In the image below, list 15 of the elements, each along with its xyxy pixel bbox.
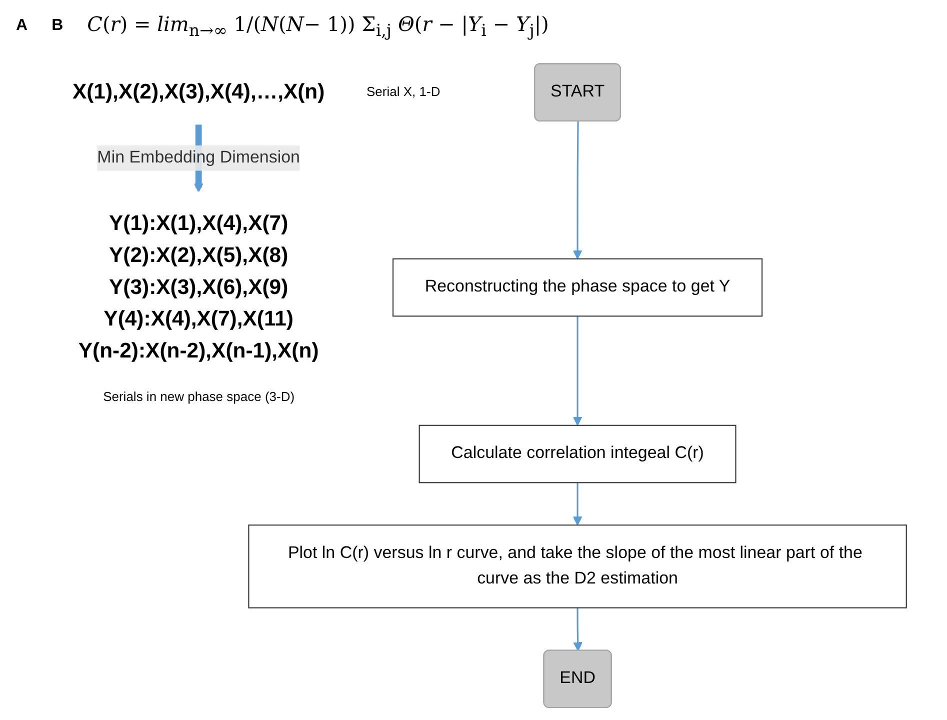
arrow: [572, 316, 582, 426]
panel-label: B: [52, 17, 64, 35]
node-label: Serial X, 1-D: [366, 84, 440, 100]
node-label: Serials in new phase space (3-D): [103, 388, 295, 404]
formula: C(r) = lim$_{n→∞}$ 1/(N(N− 1)) Σ$_{i,j}$ Θ(r − |Y$_{i}$ − Y$_{j}$|): [87, 12, 549, 40]
node-box: Plot ln C(r) versus ln r curve, and take the slope of the most linear part of the curve as the D2 estimation: [248, 524, 907, 608]
panel-label: A: [16, 17, 28, 35]
arrow: [572, 121, 582, 260]
arrow: [572, 482, 582, 526]
edge-label: Min Embedding Dimension: [97, 148, 300, 167]
node-text: X(1),X(2),X(3),X(4),…,X(n): [72, 80, 325, 104]
node-box: Calculate correlation integeal C(r): [418, 424, 736, 484]
arrow: [573, 608, 583, 652]
node-text: Y(1):X(1),X(4),X(7) Y(2):X(2),X(5),X(8) Y(3):X(3),X(6),X(9) Y(4):X(4),X(7),X(11) Y(n-2):X(n-2),X(n-1),X(n): [78, 212, 319, 363]
node-box: Reconstructing the phase space to get Y: [392, 258, 763, 317]
